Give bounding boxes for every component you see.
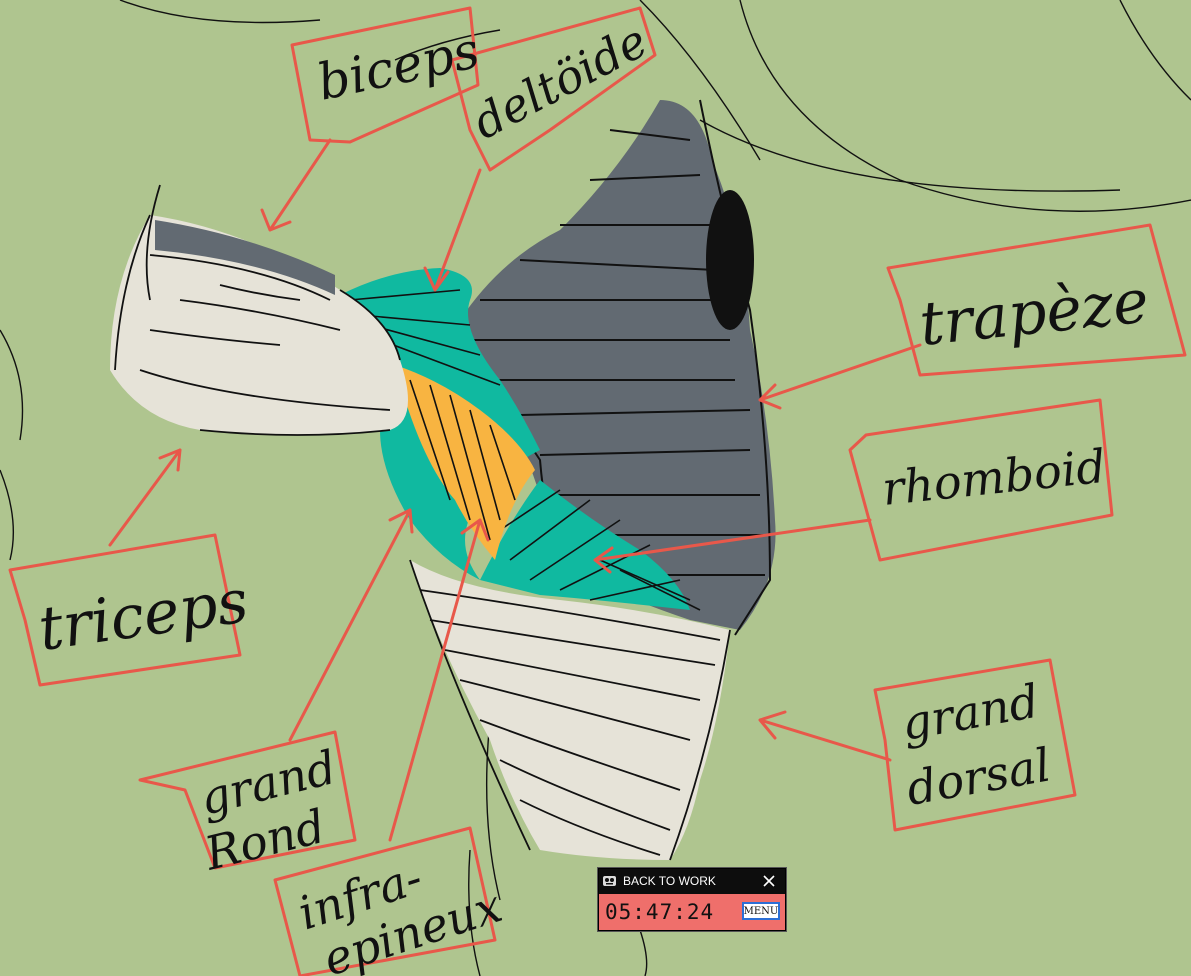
close-icon[interactable] <box>761 873 777 889</box>
timer-clock: 05:47:24 <box>605 900 714 924</box>
scapula-scribble <box>706 190 754 330</box>
timer-titlebar[interactable]: BACK TO WORK <box>599 869 785 894</box>
label-rhomboid: rhomboid <box>880 439 1109 516</box>
label-grand-dorsal-1: grand <box>898 674 1043 751</box>
label-trapeze: trapèze <box>916 266 1152 360</box>
timer-title: BACK TO WORK <box>623 874 716 888</box>
menu-button[interactable]: MENU <box>742 902 780 920</box>
robot-icon <box>602 874 617 888</box>
timer-body: 05:47:24 MENU <box>599 894 785 930</box>
label-triceps: triceps <box>34 566 252 665</box>
label-deltoide: deltöide <box>464 13 656 149</box>
timer-widget[interactable]: BACK TO WORK 05:47:24 MENU <box>598 868 786 931</box>
